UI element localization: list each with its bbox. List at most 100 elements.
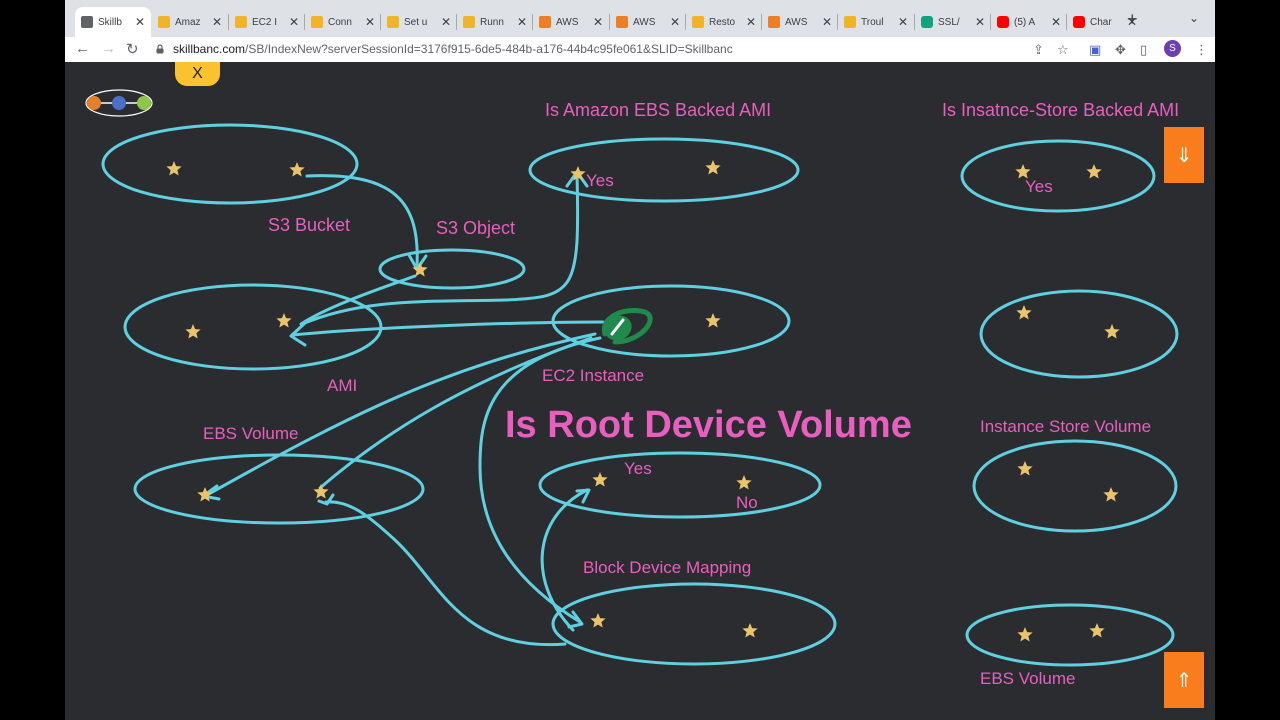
tab-separator — [761, 14, 762, 30]
aws-docs-icon — [463, 16, 475, 28]
double-chevron-up-icon: ⇑ — [1175, 669, 1193, 692]
star-14 — [1015, 164, 1031, 179]
tab-title: AWS — [785, 16, 808, 28]
star-16 — [1016, 305, 1032, 320]
close-tab-icon[interactable]: ✕ — [592, 15, 603, 29]
close-tab-icon[interactable]: ✕ — [745, 15, 756, 29]
side-panel-icon[interactable]: ▯ — [1140, 42, 1148, 57]
tab-separator — [914, 14, 915, 30]
curve-ec2-to-ebs-1 — [205, 332, 597, 497]
close-tab-icon[interactable]: ✕ — [1126, 15, 1137, 29]
scroll-up-button[interactable]: ⇑ — [1164, 652, 1204, 708]
forward-icon[interactable]: → — [101, 40, 116, 57]
double-chevron-down-icon: ⇓ — [1175, 144, 1193, 167]
tab-separator — [532, 14, 533, 30]
curve-bucket-to-object — [305, 174, 419, 268]
close-tab-icon[interactable]: ✕ — [821, 15, 832, 29]
close-tab-icon[interactable]: ✕ — [669, 15, 680, 29]
ellipse-instance-store-backed-ami — [960, 139, 1156, 213]
tab-4[interactable]: Set u ✕ — [381, 7, 457, 37]
extension-screen-icon[interactable]: ▣ — [1089, 42, 1102, 57]
ellipse-block-device-mapping — [551, 582, 837, 666]
bookmark-star-icon[interactable]: ☆ — [1057, 42, 1069, 57]
whiteboard-canvas[interactable]: X Is Amazon EBS Backed AMI Is Insatnce-S… — [65, 62, 1215, 720]
aws-docs-icon — [235, 16, 247, 28]
arrowhead-root — [575, 488, 591, 504]
browser-window: Skillb✕Amaz✕EC2 I✕Conn✕Set u✕Runn✕AWS✕AW… — [65, 0, 1215, 720]
tab-8[interactable]: Resto✕ — [686, 7, 762, 37]
star-12 — [590, 613, 606, 628]
tab-title: AWS — [556, 16, 579, 28]
close-tab-icon[interactable]: ✕ — [516, 15, 527, 29]
tab-12[interactable]: (5) A✕ — [991, 7, 1067, 37]
curve-ec2-to-bdm — [478, 336, 602, 624]
close-tab-icon[interactable]: ✕ — [897, 15, 908, 29]
green-ink-stroke — [602, 307, 653, 345]
menu-kebab-icon[interactable]: ⋮ — [1195, 42, 1208, 57]
close-tab-icon[interactable]: ✕ — [134, 15, 145, 29]
label-yes-ebs-backed: Yes — [586, 171, 614, 190]
tab-separator — [837, 14, 838, 30]
puzzle-extensions-icon[interactable]: ✥ — [1115, 42, 1126, 57]
close-button[interactable]: X — [175, 62, 220, 86]
star-8 — [705, 160, 721, 175]
ellipse-ebs-backed-ami — [528, 137, 800, 203]
label-ebs-backed-ami: Is Amazon EBS Backed AMI — [545, 100, 772, 120]
tab-1[interactable]: Amaz ✕ — [152, 7, 228, 37]
reload-icon[interactable]: ↻ — [126, 41, 139, 58]
profile-avatar[interactable]: S — [1164, 40, 1181, 57]
ellipse-instance-store-right — [979, 289, 1179, 379]
curve-ec2-to-ebs-backed — [291, 320, 605, 337]
share-icon[interactable]: ⇪ — [1033, 42, 1044, 57]
tab-9[interactable]: AWS ✕ — [762, 7, 838, 37]
tab-10[interactable]: Troul ✕ — [838, 7, 914, 37]
star-11 — [736, 475, 752, 490]
tab-7[interactable]: AWS ✕ — [610, 7, 686, 37]
tab-13[interactable]: Char✕ — [1067, 7, 1143, 37]
close-tab-icon[interactable]: ✕ — [211, 15, 222, 29]
curve-bdm-to-root — [540, 488, 589, 632]
arrowhead-bdm — [567, 610, 584, 629]
tab-2[interactable]: EC2 I ✕ — [229, 7, 305, 37]
star-15 — [1086, 164, 1102, 179]
close-tab-icon[interactable]: ✕ — [440, 15, 451, 29]
tab-title: AWS — [633, 16, 656, 28]
tab-title: Conn — [328, 16, 352, 28]
tab-3[interactable]: Conn ✕ — [305, 7, 381, 37]
aws-cube-icon — [616, 16, 628, 28]
tab-title: SSL/ — [938, 16, 960, 28]
aws-docs-icon — [387, 16, 399, 28]
star-18 — [1017, 461, 1033, 476]
address-bar[interactable]: skillbanc.com/SB/IndexNew?serverSessionI… — [149, 38, 1045, 60]
aws-docs-icon — [692, 16, 704, 28]
arrowhead-ebs-volume-2 — [317, 493, 335, 506]
label-yes-root: Yes — [624, 459, 652, 478]
label-no-root: No — [736, 493, 758, 512]
close-tab-icon[interactable]: ✕ — [1050, 15, 1061, 29]
new-tab-icon[interactable]: + — [1127, 9, 1138, 29]
scroll-down-button[interactable]: ⇓ — [1164, 127, 1204, 183]
tab-6[interactable]: AWS ✕ — [533, 7, 609, 37]
pen-nib-mark — [610, 318, 625, 336]
star-0 — [166, 161, 182, 176]
tab-title: Amaz — [175, 16, 201, 28]
star-6 — [313, 484, 329, 499]
tab-title: Set u — [404, 16, 428, 28]
tab-title: Troul — [861, 16, 884, 28]
tab-search-chevron-icon[interactable]: ⌄ — [1189, 11, 1200, 25]
tab-0[interactable]: Skillb ✕ — [75, 7, 151, 37]
tab-11[interactable]: SSL/ ✕ — [915, 7, 991, 37]
aws-cube-icon — [768, 16, 780, 28]
close-tab-icon[interactable]: ✕ — [974, 15, 985, 29]
tab-title: Skillb — [98, 16, 122, 28]
close-tab-icon[interactable]: ✕ — [364, 15, 375, 29]
close-tab-icon[interactable]: ✕ — [288, 15, 299, 29]
star-13 — [742, 623, 758, 638]
tab-title: Runn — [480, 16, 504, 28]
back-icon[interactable]: ← — [75, 40, 90, 57]
tab-5[interactable]: Runn ✕ — [457, 7, 533, 37]
ellipse-instance-store-volume — [972, 439, 1178, 533]
curve-ebs-backed-up — [300, 172, 580, 326]
star-2 — [412, 262, 428, 277]
tab-title: EC2 I — [252, 16, 278, 28]
